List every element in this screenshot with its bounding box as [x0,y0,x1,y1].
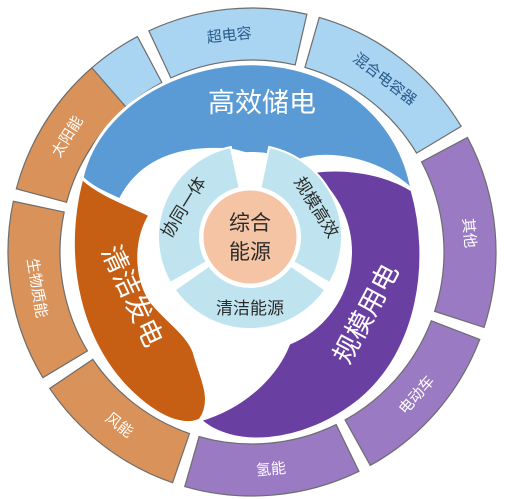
inner-segment-0 [157,145,241,285]
center-circle [200,187,300,287]
section-storage-shape [80,62,415,203]
outer-tile-usage-2 [184,423,360,497]
inner-label-2: 清洁能源 [216,299,284,319]
outer-tile-generation-1 [7,200,89,379]
outer-tile-generation-0 [48,358,191,484]
inner-segment-1 [259,145,343,285]
outer-tile-generation-2 [15,67,127,204]
outer-tile-usage-0 [420,136,497,329]
outer-tile-usage-1 [344,320,481,467]
section-storage-label: 高效储电 [208,88,316,119]
outer-tile-storage-2 [304,16,462,154]
center-text-line1: 综合 [229,211,271,235]
outer-label-usage-0: 其他 [459,217,480,248]
outer-tile-storage-1 [148,7,308,79]
outer-label-usage-2: 氢能 [255,459,286,480]
center-text-line2: 能源 [229,240,271,264]
outer-label-storage-1: 超电容 [206,24,253,47]
inner-segment-2 [173,264,327,330]
outer-ring: 电池超电容混合电容器其他电动车氢能风能生物质能太阳能 [7,7,497,497]
inner-ring: 协同一体规模高效清洁能源 [157,145,343,330]
section-generation-shape [71,175,208,425]
main-sections [71,62,423,441]
